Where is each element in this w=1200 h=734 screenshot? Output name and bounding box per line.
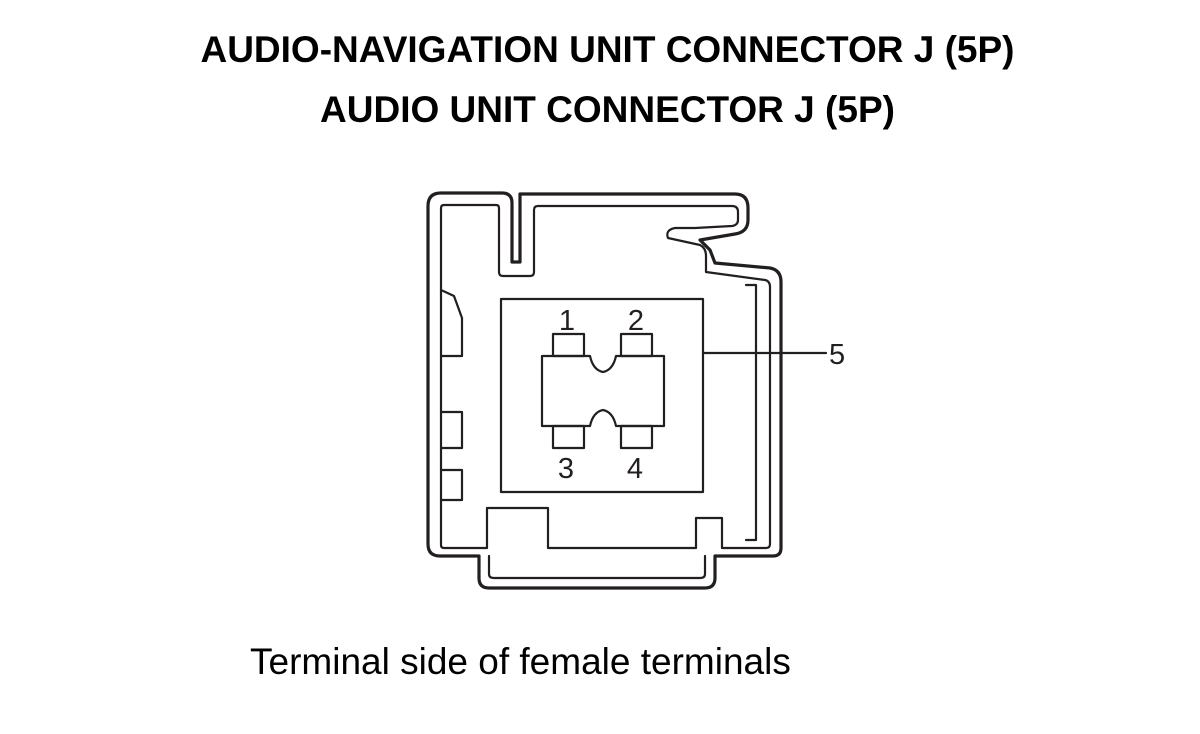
- terminal-2-label: 2: [628, 305, 644, 337]
- terminal-3-label: 3: [558, 453, 574, 485]
- diagram-title-line-1: AUDIO-NAVIGATION UNIT CONNECTOR J (5P): [200, 29, 1015, 70]
- terminal-5-cavity: [540, 354, 666, 428]
- terminal-1-label: 1: [559, 305, 575, 337]
- housing-left-notch-detail: [439, 410, 464, 450]
- diagram-title-line-2: AUDIO UNIT CONNECTOR J (5P): [320, 89, 895, 130]
- connector-housing-inner-outline: [439, 203, 772, 550]
- diagram-caption: Terminal side of female terminals: [250, 641, 791, 682]
- connector-housing-outline: [426, 191, 783, 590]
- housing-left-lower-detail: [439, 468, 464, 502]
- terminal-3: [551, 424, 586, 450]
- terminal-4: [619, 424, 654, 450]
- terminal-1: [551, 332, 586, 358]
- terminal-4-label: 4: [627, 453, 643, 485]
- terminal-window: [499, 297, 705, 494]
- housing-right-rail: [744, 283, 758, 542]
- housing-bottom-latch: [487, 554, 707, 580]
- terminal-5-label: 5: [829, 339, 845, 371]
- terminal-2: [619, 332, 654, 358]
- housing-left-step-detail: [439, 288, 464, 358]
